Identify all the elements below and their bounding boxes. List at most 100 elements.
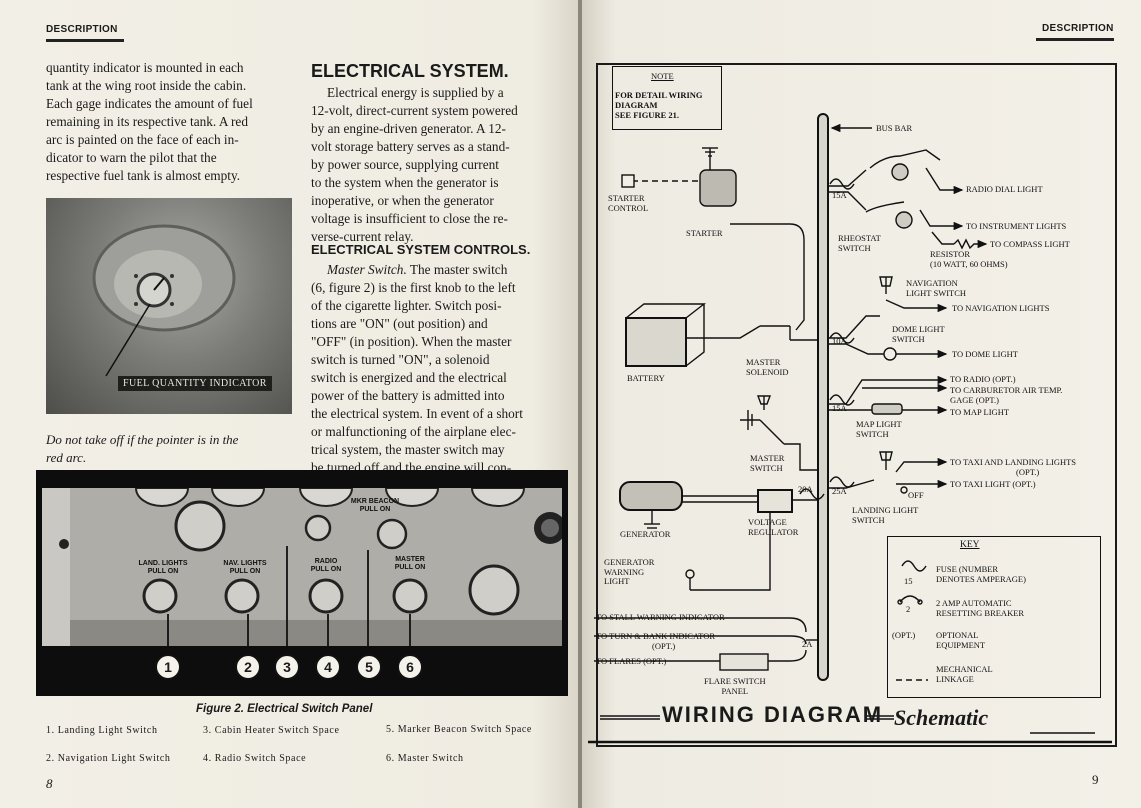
radio-opt-label: TO RADIO (OPT.) bbox=[950, 374, 1016, 384]
label-line: REGULATOR bbox=[748, 526, 799, 537]
dome-light-label: TO DOME LIGHT bbox=[952, 349, 1018, 359]
label-line: CONTROL bbox=[608, 202, 649, 213]
label-line: MASTER bbox=[746, 357, 781, 367]
label-line: FUSE (NUMBER bbox=[936, 564, 999, 574]
text-line: dicator to warn the pilot that the bbox=[46, 150, 217, 165]
voltage-regulator-label: VOLTAGE REGULATOR bbox=[748, 517, 799, 537]
text-line: tions are "ON" (out position) and bbox=[311, 316, 488, 331]
carb-air-label: TO CARBURETOR AIR TEMP. GAGE (OPT.) bbox=[950, 385, 1063, 405]
nav-light-switch-label: NAVIGATION LIGHT SWITCH bbox=[906, 278, 967, 298]
label-line: PANEL bbox=[721, 685, 749, 696]
photo-label: FUEL QUANTITY INDICATOR bbox=[118, 376, 272, 391]
label-line: DOME LIGHT bbox=[892, 324, 945, 334]
label-line: MKR BEACON bbox=[350, 498, 400, 505]
label-line: TO TAXI AND LANDING LIGHTS bbox=[950, 457, 1077, 467]
label-line: LINKAGE bbox=[936, 673, 974, 684]
header-rule bbox=[46, 39, 124, 42]
label-line: RHEOSTAT bbox=[838, 233, 881, 243]
text-line: Each gage indicates the amount of fuel bbox=[46, 96, 253, 111]
linkage-description: MECHANICAL LINKAGE bbox=[936, 664, 993, 684]
text-line: to the system when the generator is bbox=[311, 175, 499, 190]
switch-panel-photo: MKR BEACON PULL ON LAND. LIGHTS PULL ON … bbox=[42, 487, 566, 646]
key-title: KEY bbox=[960, 540, 980, 550]
mkr-beacon-label: MKR BEACON PULL ON bbox=[330, 498, 420, 514]
label-line: PULL ON bbox=[310, 566, 342, 573]
label-line: OPTIONAL bbox=[936, 630, 979, 640]
figure-caption: Figure 2. Electrical Switch Panel bbox=[196, 703, 373, 715]
text-line: 12-volt, direct-current system powered bbox=[311, 103, 518, 118]
master-switch-lead: Master Switch. bbox=[327, 262, 407, 277]
text-line: or malfunctioning of the airplane elec- bbox=[311, 424, 516, 439]
caption-line: Do not take off if the pointer is in the bbox=[46, 432, 239, 447]
radio-label: RADIO PULL ON bbox=[294, 558, 358, 574]
text-line: verse-current relay. bbox=[311, 229, 414, 244]
text-span: The master switch bbox=[409, 262, 508, 277]
legend-item: 4. Radio Switch Space bbox=[203, 753, 307, 764]
resistor-label: RESISTOR (10 WATT, 60 OHMS) bbox=[930, 249, 1008, 269]
label-line: SOLENOID bbox=[746, 366, 789, 377]
landing-light-switch-label: LANDING LIGHT SWITCH bbox=[852, 505, 919, 525]
text-line: quantity indicator is mounted in each bbox=[46, 60, 244, 75]
panel-knobs-art bbox=[42, 487, 566, 646]
callout-1: 1 bbox=[155, 654, 181, 680]
starter-label: STARTER bbox=[686, 228, 723, 238]
off-label: OFF bbox=[908, 490, 924, 500]
label-line: SWITCH bbox=[838, 242, 871, 253]
label-line: LANDING LIGHT bbox=[852, 505, 919, 515]
label-line: LAND. LIGHTS bbox=[138, 560, 188, 567]
fuse-label: 15A bbox=[832, 403, 847, 413]
text-line: trical system, the master switch may bbox=[311, 442, 505, 457]
subsection-title: ELECTRICAL SYSTEM CONTROLS. bbox=[311, 242, 531, 257]
note-line: DIAGRAM bbox=[615, 100, 658, 110]
text-line: inoperative, or when the generator bbox=[311, 193, 494, 208]
dome-light-switch-label: DOME LIGHT SWITCH bbox=[892, 324, 945, 344]
stall-warning-label: TO STALL WARNING INDICATOR bbox=[596, 612, 725, 622]
section-title: ELECTRICAL SYSTEM. bbox=[311, 61, 509, 81]
text-line: "OFF" (in position). When the master bbox=[311, 334, 512, 349]
label-line: GAGE (OPT.) bbox=[950, 394, 999, 405]
label-line: (OPT.) bbox=[1016, 466, 1040, 477]
map-light-label: TO MAP LIGHT bbox=[950, 407, 1010, 417]
label-line: SWITCH bbox=[750, 462, 783, 473]
left-page-header: DESCRIPTION bbox=[46, 24, 118, 35]
label-line: TO CARBURETOR AIR TEMP. bbox=[950, 385, 1063, 395]
taxi-light-label: TO TAXI LIGHT (OPT.) bbox=[950, 479, 1036, 489]
compass-light-label: TO COMPASS LIGHT bbox=[990, 239, 1070, 249]
text-line: tank at the wing root inside the cabin. bbox=[46, 78, 247, 93]
bus-bar-label: BUS BAR bbox=[876, 123, 913, 133]
caption-line: red arc. bbox=[46, 450, 87, 465]
legend-item: 6. Master Switch bbox=[386, 753, 464, 764]
text-line: (6, figure 2) is the first knob to the l… bbox=[311, 280, 516, 295]
diagram-title: WIRING DIAGRAM bbox=[662, 702, 884, 727]
label-line: EQUIPMENT bbox=[936, 639, 986, 650]
label-line: GENERATOR bbox=[604, 557, 655, 567]
legend-item: 2. Navigation Light Switch bbox=[46, 753, 171, 764]
left-page: DESCRIPTION quantity indicator is mounte… bbox=[0, 0, 580, 808]
text-line: Electrical energy is supplied by a bbox=[327, 85, 504, 100]
text-line: remaining in its respective tank. A red bbox=[46, 114, 248, 129]
master-switch-label: MASTER SWITCH bbox=[750, 453, 784, 473]
wiring-diagram-frame bbox=[596, 63, 1117, 747]
label-line: MASTER bbox=[395, 556, 425, 563]
instrument-lights-label: TO INSTRUMENT LIGHTS bbox=[966, 221, 1067, 231]
label-line: PULL ON bbox=[147, 568, 179, 575]
right-page-header: DESCRIPTION bbox=[1042, 23, 1114, 34]
legend-item: 1. Landing Light Switch bbox=[46, 725, 158, 736]
label-line: FLARE SWITCH bbox=[704, 676, 766, 686]
right-page bbox=[582, 0, 1141, 808]
label-line: MAP LIGHT bbox=[856, 419, 902, 429]
text-line: switch is energized and the electrical bbox=[311, 370, 507, 385]
breaker-number: 2 bbox=[906, 604, 911, 614]
text-line: of the cigarette lighter. Switch posi- bbox=[311, 298, 502, 313]
label-line: STARTER bbox=[608, 193, 645, 203]
text-line: Master Switch. The master switch bbox=[311, 261, 555, 279]
callout-5: 5 bbox=[356, 654, 382, 680]
label-line: LIGHT SWITCH bbox=[906, 287, 967, 298]
starter-control-label: STARTER CONTROL bbox=[608, 193, 649, 213]
note-box: NOTE FOR DETAIL WIRING DIAGRAM SEE FIGUR… bbox=[612, 66, 722, 130]
label-line: PULL ON bbox=[359, 506, 391, 513]
breaker-description: 2 AMP AUTOMATIC RESETTING BREAKER bbox=[936, 598, 1024, 618]
text-line: the electrical system. In event of a sho… bbox=[311, 406, 523, 421]
